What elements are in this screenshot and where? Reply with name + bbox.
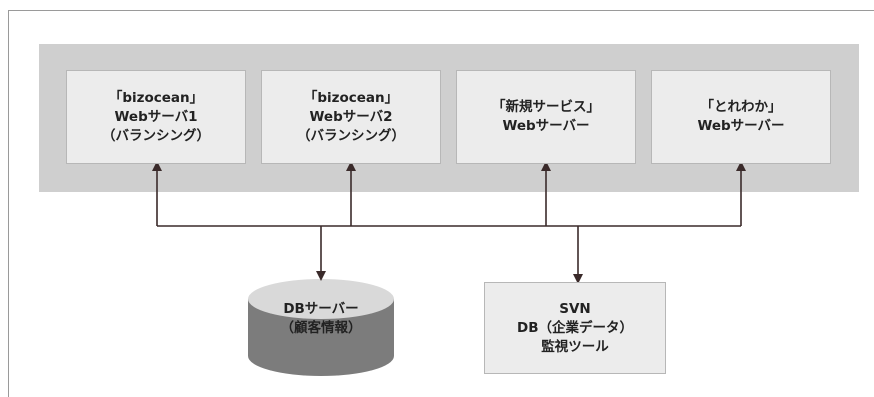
tools-line-1: SVN [559,300,591,317]
tools-line-2: DB（企業データ） [517,319,633,336]
web-server-box-1: 「bizocean」 Webサーバ1 （バランシング） [66,70,246,164]
db-server-line-1: DBサーバー [283,301,359,317]
server-1-line-3: （バランシング） [102,127,210,144]
server-1-line-1: 「bizocean」 [108,89,204,106]
server-4-line-1: 「とれわか」 [700,99,782,115]
tools-line-3: 監視ツール [541,338,609,355]
tools-server-box: SVN DB（企業データ） 監視ツール [484,282,666,374]
server-3-line-2: Webサーバー [502,118,590,134]
web-server-box-4: 「とれわか」 Webサーバー [651,70,831,164]
server-2-line-2: Webサーバ2 [309,108,393,125]
server-2-line-1: 「bizocean」 [303,89,399,106]
frame-top-border [8,10,874,11]
web-server-box-3: 「新規サービス」 Webサーバー [456,70,636,164]
db-server-label: DBサーバー （顧客情報） [248,300,394,338]
db-server-line-2: （顧客情報） [280,320,362,336]
server-2-line-3: （バランシング） [297,127,405,144]
server-1-line-2: Webサーバ1 [114,108,198,125]
frame-left-border [8,10,9,397]
db-cylinder [248,279,394,376]
server-4-line-2: Webサーバー [697,118,785,134]
db-cylinder-body [248,299,394,376]
db-cylinder-top [248,279,394,319]
web-server-box-2: 「bizocean」 Webサーバ2 （バランシング） [261,70,441,164]
server-3-line-1: 「新規サービス」 [492,99,600,115]
